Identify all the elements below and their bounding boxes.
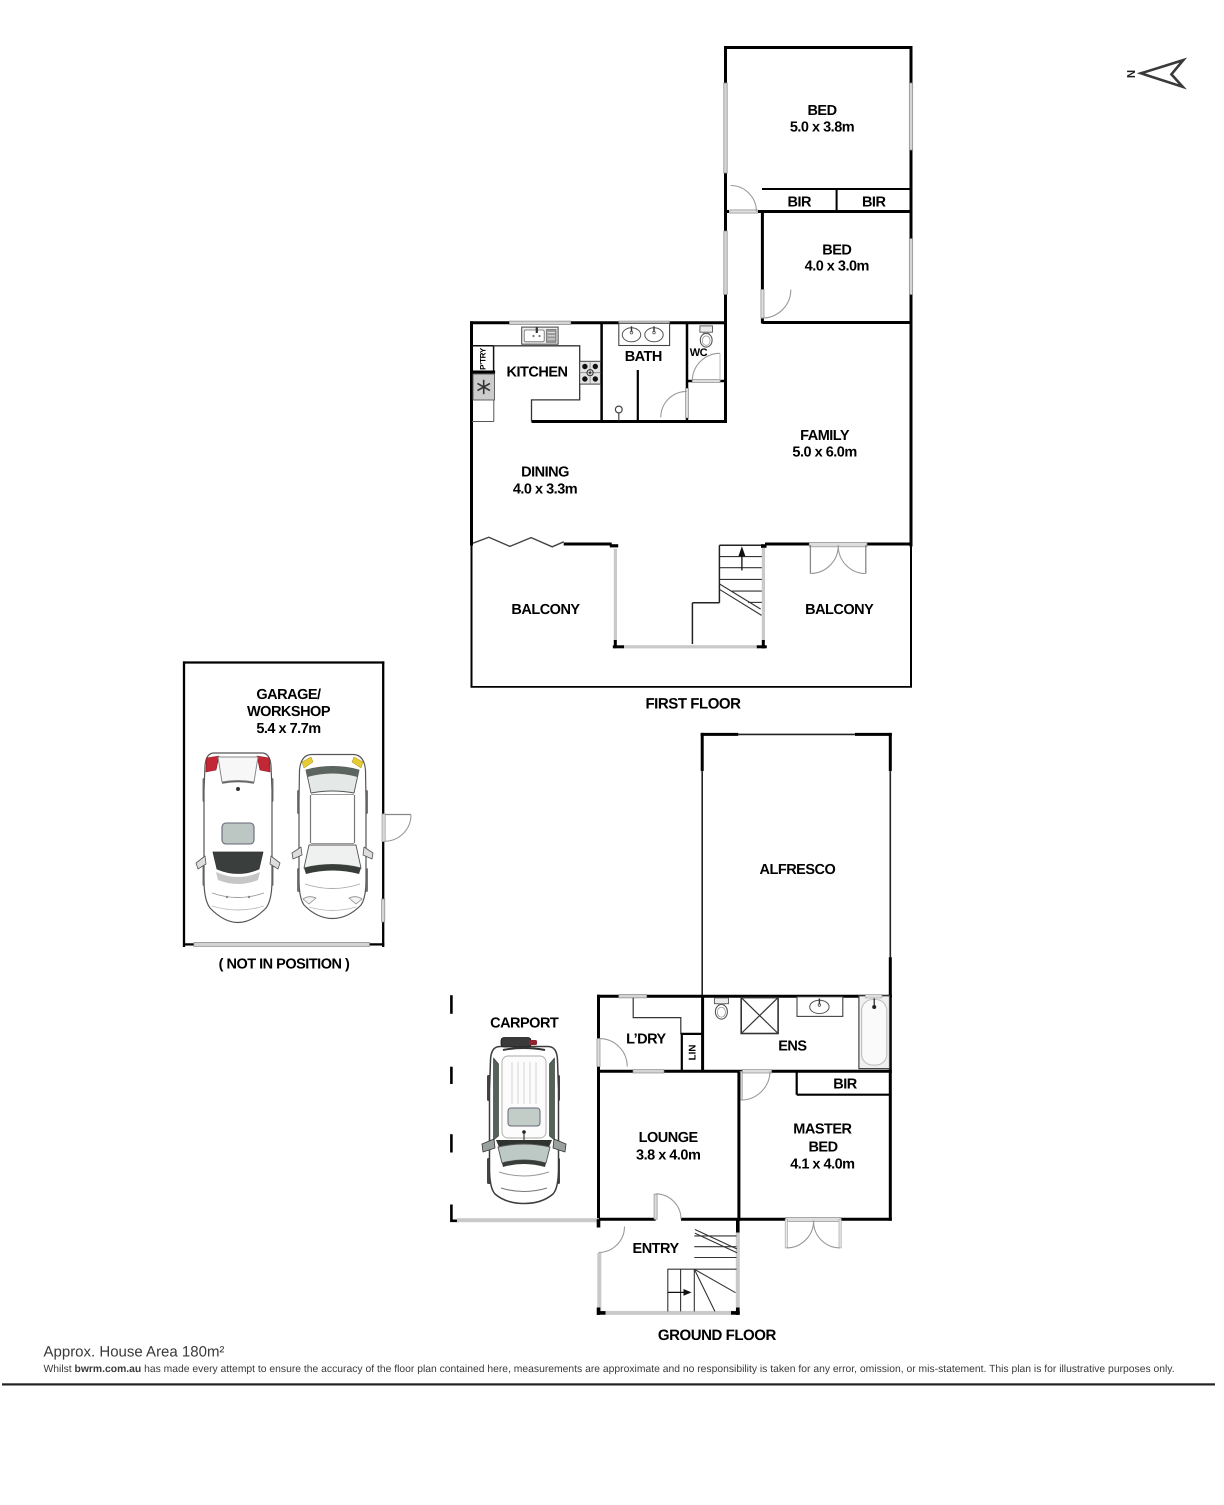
svg-text:N: N	[1126, 70, 1138, 78]
svg-text:LIN: LIN	[688, 1045, 699, 1061]
svg-text:DINING: DINING	[521, 465, 569, 481]
svg-text:ENTRY: ENTRY	[633, 1241, 680, 1257]
svg-text:Approx. House Area 180m²: Approx. House Area 180m²	[44, 1343, 225, 1360]
svg-text:GARAGE/: GARAGE/	[256, 687, 321, 703]
svg-text:BED: BED	[807, 103, 836, 119]
svg-text:BED: BED	[808, 1140, 837, 1156]
svg-text:P’TRY: P’TRY	[478, 347, 487, 370]
svg-text:FAMILY: FAMILY	[800, 428, 850, 444]
svg-text:BED: BED	[822, 242, 851, 258]
svg-text:4.1 x 4.0m: 4.1 x 4.0m	[790, 1156, 854, 1172]
svg-text:MASTER: MASTER	[793, 1122, 852, 1138]
svg-text:BALCONY: BALCONY	[511, 602, 580, 618]
svg-text:GROUND FLOOR: GROUND FLOOR	[658, 1327, 777, 1344]
svg-text:4.0 x 3.0m: 4.0 x 3.0m	[805, 259, 869, 275]
svg-text:ALFRESCO: ALFRESCO	[760, 862, 836, 878]
svg-text:5.0 x 6.0m: 5.0 x 6.0m	[792, 444, 856, 460]
svg-text:BIR: BIR	[862, 194, 887, 210]
svg-text:BIR: BIR	[833, 1076, 858, 1092]
svg-text:ENS: ENS	[778, 1039, 807, 1055]
svg-text:L’DRY: L’DRY	[626, 1032, 666, 1048]
svg-text:Whilst bwrm.com.au has made ev: Whilst bwrm.com.au has made every attemp…	[44, 1364, 1175, 1375]
svg-text:5.0 x 3.8m: 5.0 x 3.8m	[790, 119, 854, 135]
svg-text:WORKSHOP: WORKSHOP	[247, 704, 331, 720]
svg-text:BATH: BATH	[625, 349, 662, 365]
svg-text:WC: WC	[690, 347, 708, 359]
svg-text:BALCONY: BALCONY	[805, 602, 874, 618]
svg-text:BIR: BIR	[788, 194, 813, 210]
svg-text:3.8 x 4.0m: 3.8 x 4.0m	[636, 1147, 700, 1163]
svg-text:FIRST FLOOR: FIRST FLOOR	[645, 696, 741, 713]
svg-text:5.4 x 7.7m: 5.4 x 7.7m	[256, 721, 320, 737]
svg-text:KITCHEN: KITCHEN	[507, 365, 568, 381]
svg-text:CARPORT: CARPORT	[490, 1016, 559, 1032]
svg-text:4.0 x 3.3m: 4.0 x 3.3m	[513, 481, 577, 497]
svg-text:LOUNGE: LOUNGE	[639, 1130, 699, 1146]
svg-text:( NOT IN POSITION ): ( NOT IN POSITION )	[219, 957, 350, 973]
